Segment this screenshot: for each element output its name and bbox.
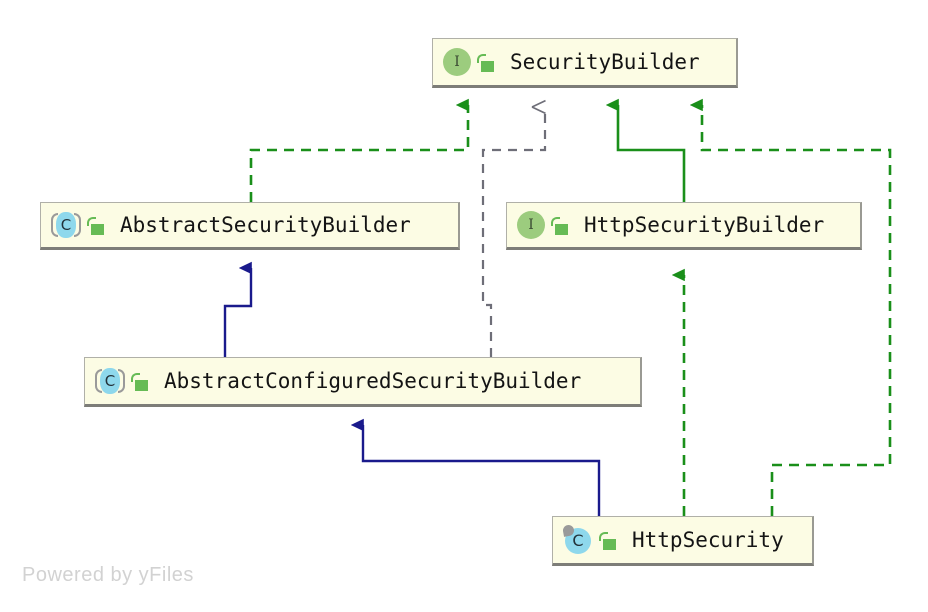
node-icons-httpsecuritybuilder: I	[517, 211, 570, 239]
yfiles-watermark: Powered by yFiles	[22, 564, 194, 586]
node-icons-securitybuilder: I	[443, 48, 496, 76]
edge-extends-httpsecuritybuilder-securitybuilder	[618, 105, 686, 202]
interface-icon: I	[517, 211, 545, 239]
abstract-class-icon: C	[95, 367, 125, 395]
node-label-httpsecuritybuilder: HttpSecurityBuilder	[584, 213, 825, 237]
edge-implements-abstractsecuritybuilder-securitybuilder	[249, 105, 470, 202]
interface-icon: I	[443, 48, 471, 76]
node-icons-httpsecurity: C	[562, 524, 618, 555]
edge-implements-httpsecurity-securitybuilder	[702, 105, 892, 516]
open-padlock-icon	[598, 528, 618, 552]
node-label-httpsecurity: HttpSecurity	[632, 528, 784, 552]
node-label-abstractconfiguredsecuritybuilder: AbstractConfiguredSecurityBuilder	[164, 369, 582, 393]
open-padlock-icon	[476, 50, 496, 74]
uml-node-abstractsecuritybuilder[interactable]: C AbstractSecurityBuilder	[40, 202, 460, 250]
node-icons-abstractconfiguredsecuritybuilder: C	[95, 367, 150, 395]
uml-node-httpsecuritybuilder[interactable]: I HttpSecurityBuilder	[506, 202, 862, 250]
node-label-securitybuilder: SecurityBuilder	[510, 50, 700, 74]
open-padlock-icon	[86, 213, 106, 237]
uml-node-securitybuilder[interactable]: I SecurityBuilder	[432, 38, 738, 88]
open-padlock-icon	[130, 369, 150, 393]
node-icons-abstractsecuritybuilder: C	[51, 211, 106, 239]
uml-node-abstractconfiguredsecuritybuilder[interactable]: C AbstractConfiguredSecurityBuilder	[84, 357, 642, 407]
node-label-abstractsecuritybuilder: AbstractSecurityBuilder	[120, 213, 411, 237]
abstract-class-icon: C	[51, 211, 81, 239]
open-padlock-icon	[550, 213, 570, 237]
final-class-icon: C	[562, 524, 593, 555]
edge-extends-httpsecurity-abstractconfiguredsecuritybuilder	[363, 425, 601, 516]
uml-node-httpsecurity[interactable]: C HttpSecurity	[552, 516, 814, 566]
edge-extends-abstractconfiguredsecuritybuilder-abstractsecuritybuilder	[223, 268, 253, 357]
